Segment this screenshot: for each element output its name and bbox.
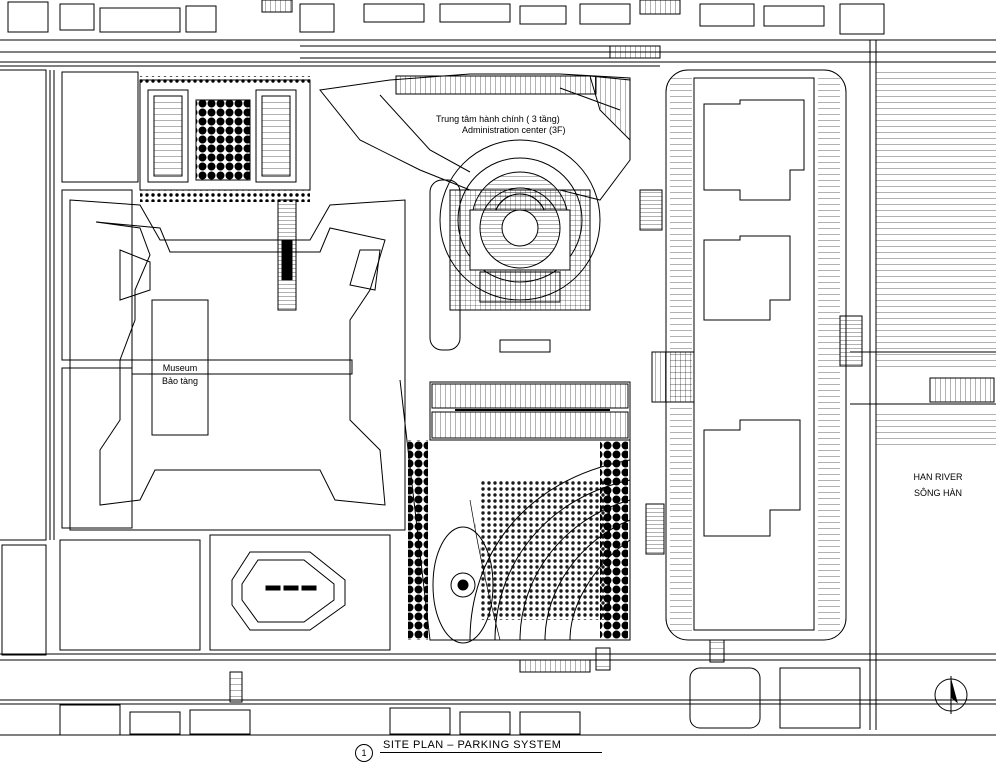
- admin-label-en: Administration center (3F): [462, 125, 566, 135]
- northwest-parking: [139, 76, 311, 311]
- central-parking-lot: [429, 381, 631, 441]
- riverfront: [651, 70, 996, 450]
- fan-parking: [399, 379, 631, 644]
- museum-label-vi: Bảo tàng: [161, 376, 199, 386]
- admin-label-vi: Trung tâm hành chính ( 3 tầng): [436, 114, 560, 124]
- river-label-vi: SÔNG HÀN: [913, 488, 962, 498]
- east-block: [639, 69, 863, 641]
- south-blocks: [0, 667, 996, 736]
- drawing-title: SITE PLAN – PARKING SYSTEM: [383, 739, 562, 751]
- west-plots: [0, 69, 391, 656]
- drawing-number: 1: [355, 744, 373, 762]
- administration-center: [319, 73, 631, 353]
- museum-fortress: [69, 199, 406, 531]
- museum-label-en: Museum: [162, 363, 198, 373]
- title-underline: [380, 752, 602, 753]
- north-blocks: [0, 0, 996, 53]
- north-arrow-icon: [934, 676, 968, 714]
- river-label-en: HAN RIVER: [913, 472, 963, 482]
- roads: [0, 40, 996, 730]
- round-hall: [231, 551, 346, 631]
